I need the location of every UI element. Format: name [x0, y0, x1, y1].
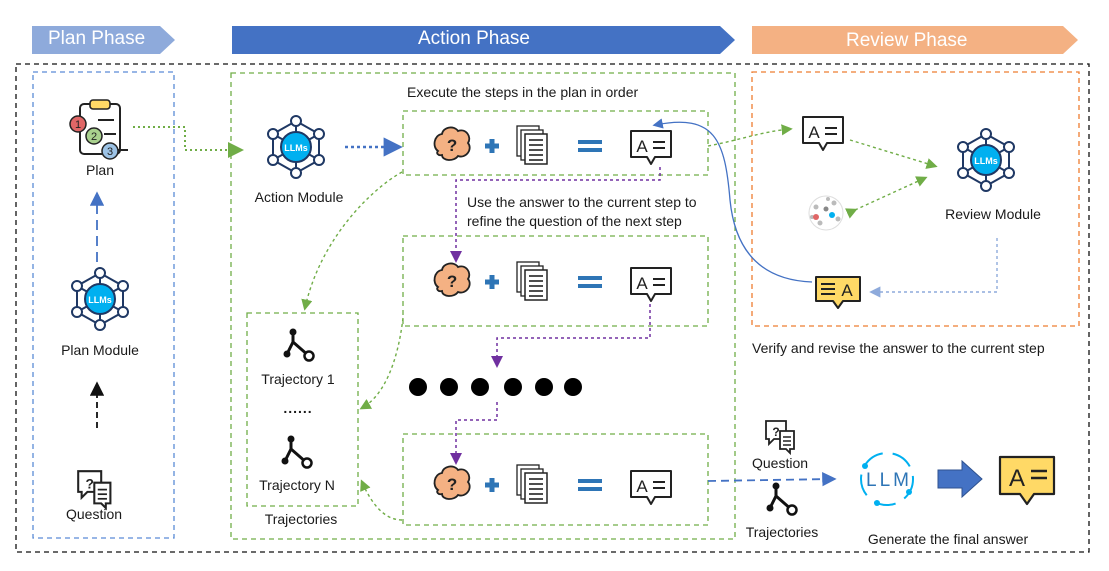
step-row-2	[433, 261, 672, 302]
arrow-stepn-to-trajectories	[360, 479, 403, 521]
plus-icon	[485, 275, 499, 289]
arrow-step1-to-trajectories	[301, 171, 403, 311]
svg-text:3: 3	[107, 146, 113, 158]
plan-label: Plan	[85, 162, 115, 178]
plan-phase-title: Plan Phase	[48, 28, 146, 49]
review-module-llm-icon	[957, 128, 1015, 192]
review-phase-title: Review Phase	[846, 30, 968, 51]
trajectories-caption: Trajectories	[264, 511, 338, 527]
plan-module-label: Plan Module	[61, 342, 139, 358]
trajectory-icon	[282, 327, 315, 362]
answer-icon	[630, 130, 672, 165]
trajectory-n-label: Trajectory N	[259, 477, 335, 493]
documents-icon	[516, 125, 548, 165]
step-row-1	[433, 125, 672, 165]
trajectory-1-label: Trajectory 1	[261, 371, 335, 387]
refine-text-line1: Use the answer to the current step to	[467, 194, 697, 210]
plan-phase-arrow	[32, 26, 175, 54]
arrow-revised-to-step1	[652, 118, 813, 283]
final-caption: Generate the final answer	[867, 531, 1029, 547]
llm-logo-icon: LLM	[860, 452, 914, 506]
final-trajectory-icon	[765, 481, 798, 516]
equals-icon	[578, 276, 602, 288]
equals-icon	[578, 140, 602, 152]
svg-text:A: A	[841, 281, 853, 300]
arrow-step2-to-trajectories	[359, 317, 404, 410]
trajectory-dots: ......	[283, 400, 313, 416]
question-icon	[77, 470, 112, 510]
revised-answer-icon: A	[815, 276, 861, 309]
review-answer-icon	[802, 116, 844, 151]
clipboard-plan-icon: 1 2 3	[69, 99, 128, 160]
trajectory-icon	[280, 434, 313, 469]
action-module-llm-icon	[267, 115, 325, 179]
review-panel	[751, 71, 1080, 327]
svg-text:1: 1	[75, 119, 81, 131]
final-question-icon	[765, 420, 795, 454]
action-panel	[230, 72, 736, 540]
equals-icon	[578, 479, 602, 491]
question-cloud-icon	[433, 126, 471, 161]
arrow-step1-to-review	[707, 124, 793, 147]
action-module-label: Action Module	[254, 189, 344, 205]
arrow-knowledge-exchange	[845, 176, 928, 219]
plus-icon	[485, 478, 499, 492]
answer-icon	[630, 267, 672, 302]
question-cloud-icon	[433, 465, 471, 500]
documents-icon	[516, 261, 548, 301]
arrow-step2-to-dots	[491, 304, 651, 368]
refine-text-line2: refine the question of the next step	[467, 213, 682, 229]
review-module-label: Review Module	[945, 206, 1041, 222]
documents-icon	[516, 464, 548, 504]
final-trajectories-label: Trajectories	[745, 524, 819, 540]
plan-panel	[32, 71, 175, 539]
ellipsis-dots	[409, 378, 582, 396]
review-phase-arrow	[752, 26, 1078, 54]
question-cloud-icon	[433, 262, 471, 297]
arrow-answer-to-review-module	[849, 139, 938, 169]
plus-icon	[485, 139, 499, 153]
final-question-label: Question	[751, 455, 809, 471]
question-label: Question	[65, 506, 123, 522]
llm-logo-text: LLM	[866, 470, 912, 491]
final-arrow-icon	[937, 459, 983, 499]
arrow-stepn-to-llm	[707, 471, 837, 487]
trajectories-box	[246, 312, 359, 507]
final-answer-icon: A	[998, 455, 1056, 506]
action-phase-title: Action Phase	[418, 28, 530, 49]
review-caption: Verify and revise the answer to the curr…	[752, 340, 1045, 356]
knowledge-graph-icon	[808, 195, 844, 231]
svg-text:A: A	[1009, 465, 1025, 492]
svg-text:2: 2	[91, 131, 97, 143]
step-box-1	[402, 110, 709, 176]
arrow-dots-to-stepn	[450, 402, 498, 465]
arrow-step1-to-step2	[450, 167, 661, 263]
plan-module-llm-icon	[71, 267, 129, 331]
answer-icon	[630, 470, 672, 505]
action-phase-arrow	[232, 26, 735, 54]
step-row-n	[433, 464, 672, 505]
outer-frame	[15, 63, 1090, 553]
execute-steps-header: Execute the steps in the plan in order	[407, 84, 639, 100]
arrow-plan-to-action	[133, 126, 244, 158]
arrow-review-to-revised	[869, 238, 998, 298]
